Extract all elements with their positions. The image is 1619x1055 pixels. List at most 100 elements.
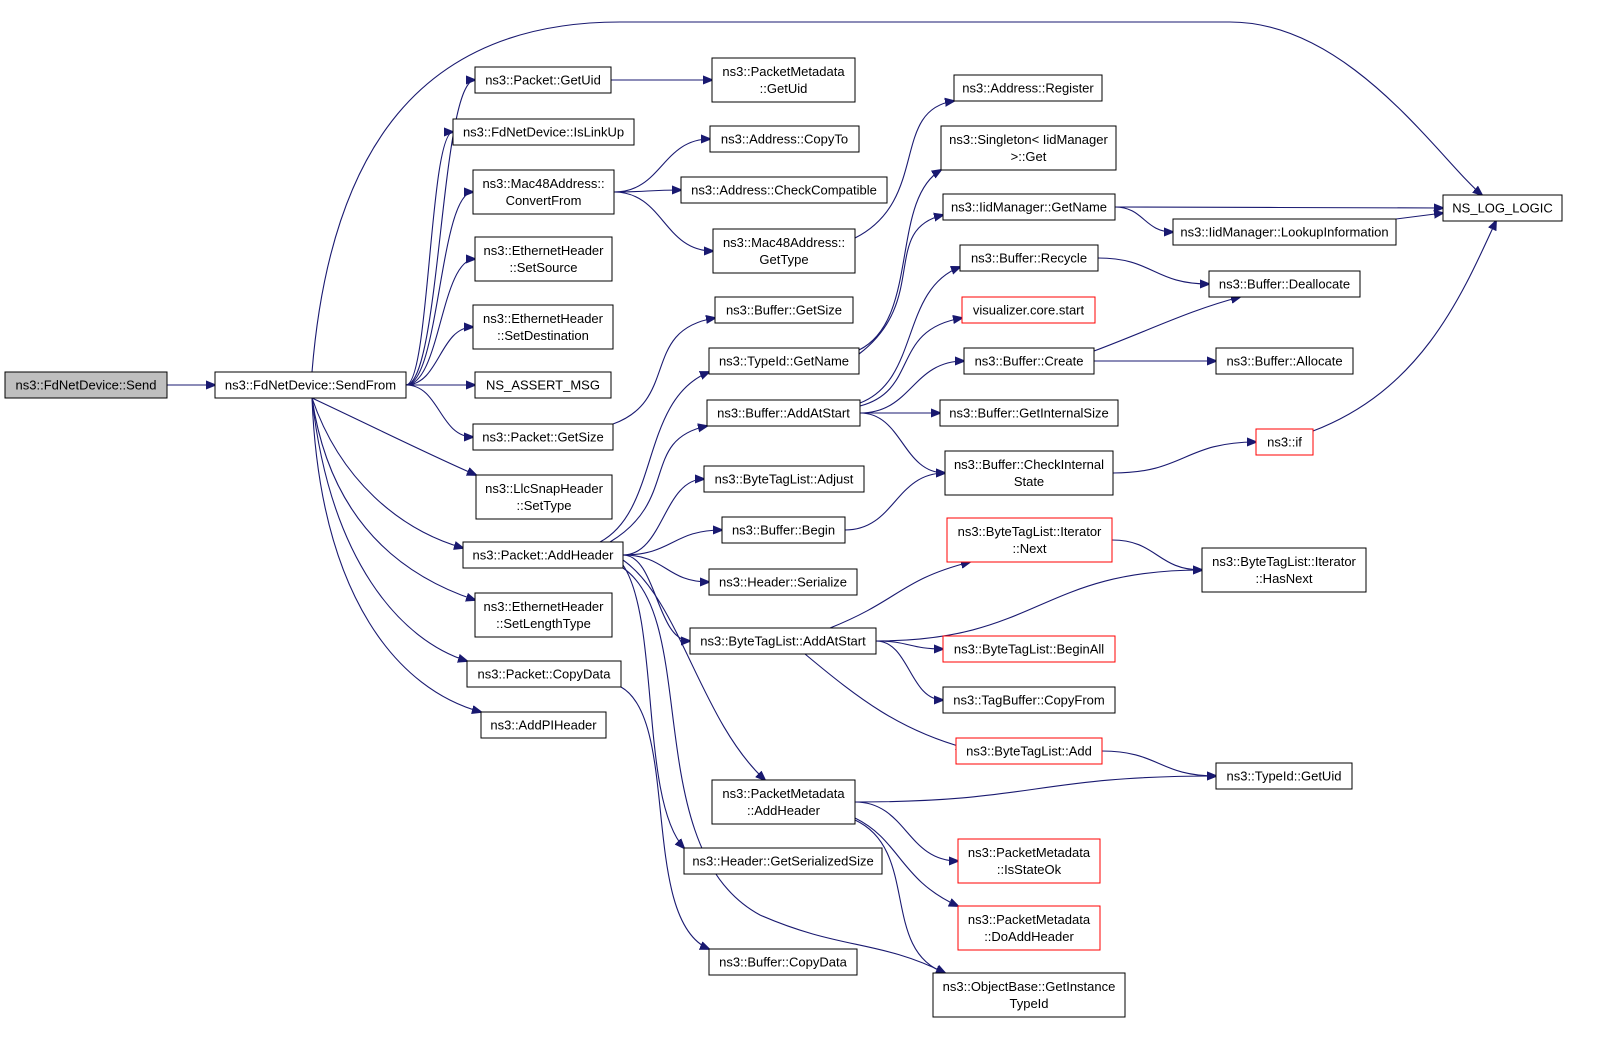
node-label: ns3::ByteTagList::Adjust bbox=[715, 472, 854, 487]
node-hdr-getsersize[interactable]: ns3::Header::GetSerializedSize bbox=[683, 847, 883, 875]
node-label: ns3::PacketMetadata bbox=[968, 845, 1091, 860]
node-btl-addatstart[interactable]: ns3::ByteTagList::AddAtStart bbox=[689, 627, 877, 655]
node-singleton-get[interactable]: ns3::Singleton< IidManager>::Get bbox=[940, 125, 1117, 171]
node-label: ::AddHeader bbox=[747, 803, 821, 818]
node-pm-getuid[interactable]: ns3::PacketMetadata::GetUid bbox=[711, 57, 856, 103]
node-label: ::HasNext bbox=[1255, 571, 1312, 586]
edge-line bbox=[311, 397, 481, 712]
node-btl-beginall[interactable]: ns3::ByteTagList::BeginAll bbox=[942, 635, 1116, 663]
node-label: ns3::EthernetHeader bbox=[484, 599, 605, 614]
node-viz-start[interactable]: visualizer.core.start bbox=[961, 296, 1096, 324]
node-label: ns3::Packet::CopyData bbox=[478, 667, 612, 682]
node-label: ns3::Buffer::GetInternalSize bbox=[949, 406, 1108, 421]
edge-line bbox=[311, 397, 475, 600]
node-sendfrom[interactable]: ns3::FdNetDevice::SendFrom bbox=[214, 371, 407, 399]
edge-btl_addatstart-to-btl_beginall bbox=[875, 640, 943, 649]
node-pm-doaddheader[interactable]: ns3::PacketMetadata::DoAddHeader bbox=[957, 905, 1101, 951]
node-label: ns3::EthernetHeader bbox=[483, 311, 604, 326]
node-label: ns3::FdNetDevice::Send bbox=[16, 378, 157, 393]
edge-line bbox=[405, 259, 475, 386]
node-label: ns3::Buffer::CheckInternal bbox=[954, 457, 1104, 472]
edge-pkt_addheader-to-typeid_getname bbox=[599, 372, 709, 543]
node-box bbox=[712, 228, 856, 274]
node-label: ::SetSource bbox=[510, 260, 578, 275]
edge-mac48convert-to-addr_checkcompat bbox=[613, 190, 681, 192]
edge-sendfrom-to-pkt_addheader bbox=[311, 397, 463, 548]
node-label: ns3::PacketMetadata bbox=[968, 912, 1091, 927]
node-label: ns3::Buffer::Deallocate bbox=[1219, 277, 1350, 292]
node-addr-checkcompat[interactable]: ns3::Address::CheckCompatible bbox=[680, 176, 888, 204]
node-buf-create[interactable]: ns3::Buffer::Create bbox=[963, 347, 1095, 375]
node-assertmsg[interactable]: NS_ASSERT_MSG bbox=[474, 371, 612, 399]
edge-line bbox=[875, 570, 1202, 642]
edge-line bbox=[859, 412, 945, 473]
node-label: ns3::Packet::GetSize bbox=[482, 430, 603, 445]
node-buf-getinternalsize[interactable]: ns3::Buffer::GetInternalSize bbox=[939, 399, 1119, 427]
node-typeid-getuid[interactable]: ns3::TypeId::GetUid bbox=[1215, 762, 1353, 790]
node-btl-it-hasnext[interactable]: ns3::ByteTagList::Iterator::HasNext bbox=[1201, 547, 1367, 593]
node-addpiheader[interactable]: ns3::AddPIHeader bbox=[480, 711, 607, 739]
node-btl-adjust[interactable]: ns3::ByteTagList::Adjust bbox=[703, 465, 865, 493]
edge-sendfrom-to-ns_log_logic bbox=[311, 21, 1482, 373]
node-box bbox=[714, 296, 854, 324]
node-hdr-serialize[interactable]: ns3::Header::Serialize bbox=[708, 568, 858, 596]
edge-mac48gettype-to-addr_register bbox=[854, 101, 954, 239]
node-tagbuf-copyfrom[interactable]: ns3::TagBuffer::CopyFrom bbox=[942, 686, 1116, 714]
node-mac48convert[interactable]: ns3::Mac48Address::ConvertFrom bbox=[472, 169, 615, 215]
node-label: ns3::ByteTagList::BeginAll bbox=[954, 642, 1104, 657]
node-box bbox=[963, 347, 1095, 375]
edge-line bbox=[1114, 206, 1173, 232]
node-buf-copydata[interactable]: ns3::Buffer::CopyData bbox=[708, 948, 858, 976]
node-send[interactable]: ns3::FdNetDevice::Send bbox=[4, 371, 168, 399]
node-addr-register[interactable]: ns3::Address::Register bbox=[953, 74, 1103, 102]
node-box bbox=[946, 517, 1113, 563]
node-eth-setlentype[interactable]: ns3::EthernetHeader::SetLengthType bbox=[474, 592, 613, 638]
node-box bbox=[942, 635, 1116, 663]
node-btl-add[interactable]: ns3::ByteTagList::Add bbox=[955, 737, 1103, 765]
node-pm-addheader[interactable]: ns3::PacketMetadata::AddHeader bbox=[711, 779, 856, 825]
node-pm-isstateok[interactable]: ns3::PacketMetadata::IsStateOk bbox=[957, 838, 1101, 884]
node-buf-getsize[interactable]: ns3::Buffer::GetSize bbox=[714, 296, 854, 324]
node-box bbox=[474, 236, 613, 282]
node-iid-lookupinfo[interactable]: ns3::IidManager::LookupInformation bbox=[1172, 218, 1397, 246]
node-box bbox=[474, 592, 613, 638]
node-box bbox=[957, 838, 1101, 884]
node-addr-copyto[interactable]: ns3::Address::CopyTo bbox=[709, 125, 860, 153]
edge-line bbox=[1112, 442, 1256, 474]
node-typeid-getname[interactable]: ns3::TypeId::GetName bbox=[708, 347, 860, 375]
node-pkt-copydata[interactable]: ns3::Packet::CopyData bbox=[466, 660, 622, 688]
node-buf-begin[interactable]: ns3::Buffer::Begin bbox=[721, 516, 846, 544]
node-box bbox=[703, 465, 865, 493]
node-getuid-pkt[interactable]: ns3::Packet::GetUid bbox=[474, 66, 612, 94]
node-box bbox=[1201, 547, 1367, 593]
node-iid-getname[interactable]: ns3::IidManager::GetName bbox=[942, 193, 1116, 221]
node-buf-addatstart[interactable]: ns3::Buffer::AddAtStart bbox=[706, 399, 861, 427]
edge-buf_create-to-buf_deallocate bbox=[1093, 297, 1240, 352]
node-ns3-if[interactable]: ns3::if bbox=[1255, 428, 1314, 456]
node-mac48gettype[interactable]: ns3::Mac48Address::GetType bbox=[712, 228, 856, 274]
edge-pkt_addheader-to-buf_addatstart bbox=[609, 426, 707, 543]
node-btl-it-next[interactable]: ns3::ByteTagList::Iterator::Next bbox=[946, 517, 1113, 563]
node-llc-settype[interactable]: ns3::LlcSnapHeader::SetType bbox=[475, 474, 613, 520]
node-label: ns3::Buffer::Create bbox=[975, 354, 1084, 369]
node-eth-setdest[interactable]: ns3::EthernetHeader::SetDestination bbox=[472, 304, 614, 350]
node-buf-recycle[interactable]: ns3::Buffer::Recycle bbox=[959, 244, 1099, 272]
node-label: ns3::LlcSnapHeader bbox=[485, 481, 603, 496]
edge-mac48convert-to-mac48gettype bbox=[613, 191, 713, 251]
node-islinkup[interactable]: ns3::FdNetDevice::IsLinkUp bbox=[452, 118, 635, 146]
node-box bbox=[472, 423, 614, 451]
node-box bbox=[689, 627, 877, 655]
node-label: ns3::PacketMetadata bbox=[722, 786, 845, 801]
node-ns-log-logic[interactable]: NS_LOG_LOGIC bbox=[1442, 194, 1563, 222]
edge-line bbox=[1111, 539, 1202, 570]
node-eth-setsource[interactable]: ns3::EthernetHeader::SetSource bbox=[474, 236, 613, 282]
edge-pkt_addheader-to-hdr_getsersize bbox=[622, 564, 684, 848]
node-label: ns3::Buffer::Begin bbox=[732, 523, 835, 538]
node-pkt-addheader[interactable]: ns3::Packet::AddHeader bbox=[462, 541, 624, 569]
node-pkt-getsize[interactable]: ns3::Packet::GetSize bbox=[472, 423, 614, 451]
node-buf-allocate[interactable]: ns3::Buffer::Allocate bbox=[1215, 347, 1354, 375]
node-buf-deallocate[interactable]: ns3::Buffer::Deallocate bbox=[1208, 270, 1361, 298]
